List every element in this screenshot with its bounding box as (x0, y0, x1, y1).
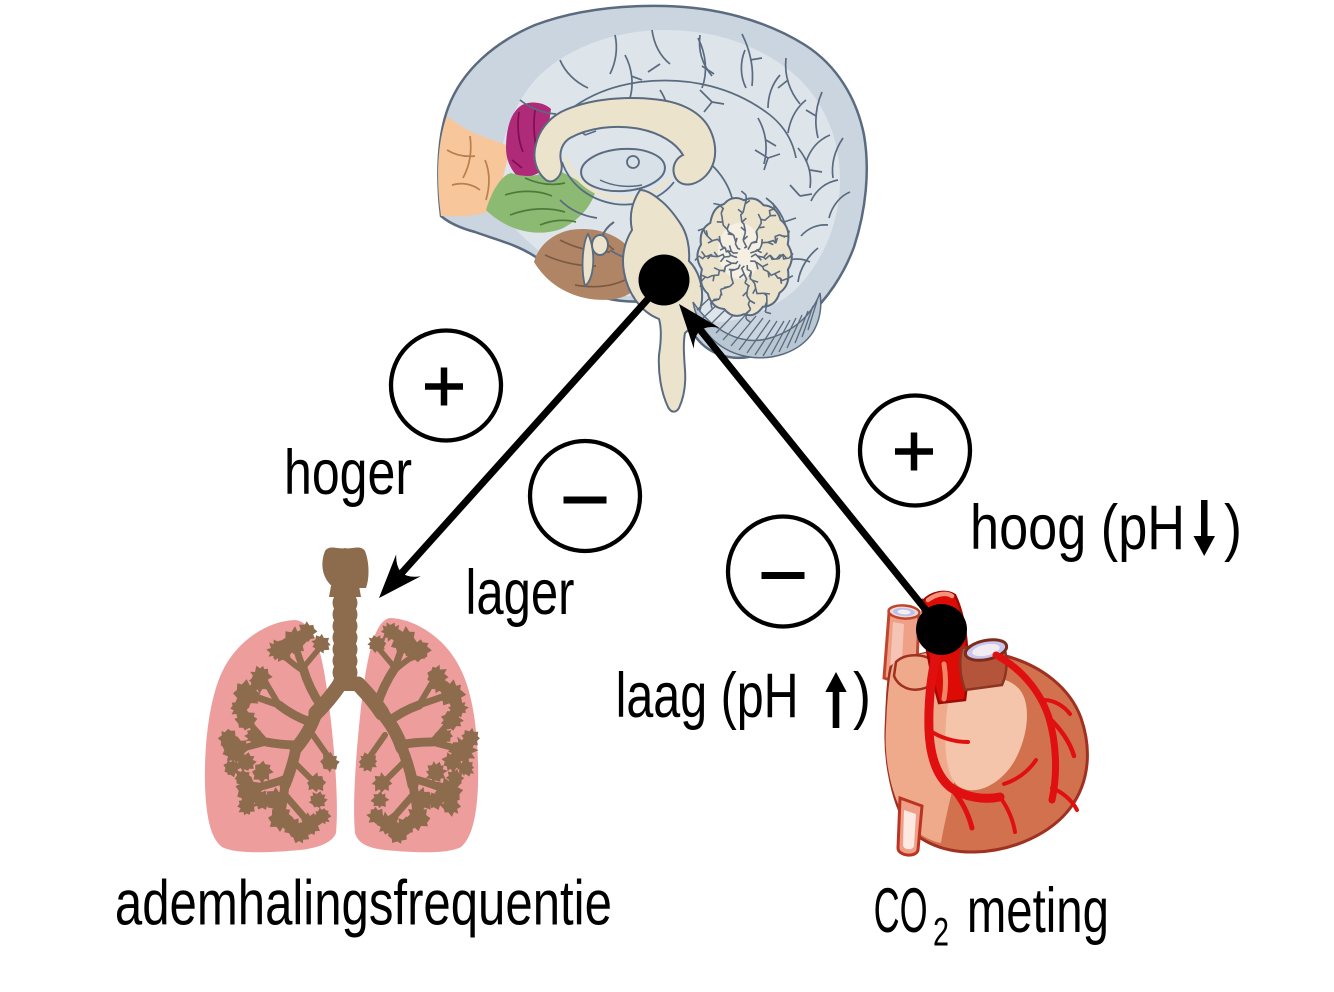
svg-text:hoog (pH: hoog (pH (970, 493, 1185, 563)
svg-text:): ) (1224, 493, 1242, 563)
svg-text:2: 2 (933, 911, 949, 955)
svg-text:lager: lager (466, 558, 575, 628)
svg-text:CO: CO (874, 876, 928, 946)
svg-text:laag (pH: laag (pH (616, 661, 799, 731)
svg-text:ademhalingsfrequentie: ademhalingsfrequentie (115, 869, 612, 939)
svg-text:): ) (853, 661, 871, 731)
svg-text:hoger: hoger (284, 438, 412, 508)
svg-text:meting: meting (967, 876, 1109, 946)
